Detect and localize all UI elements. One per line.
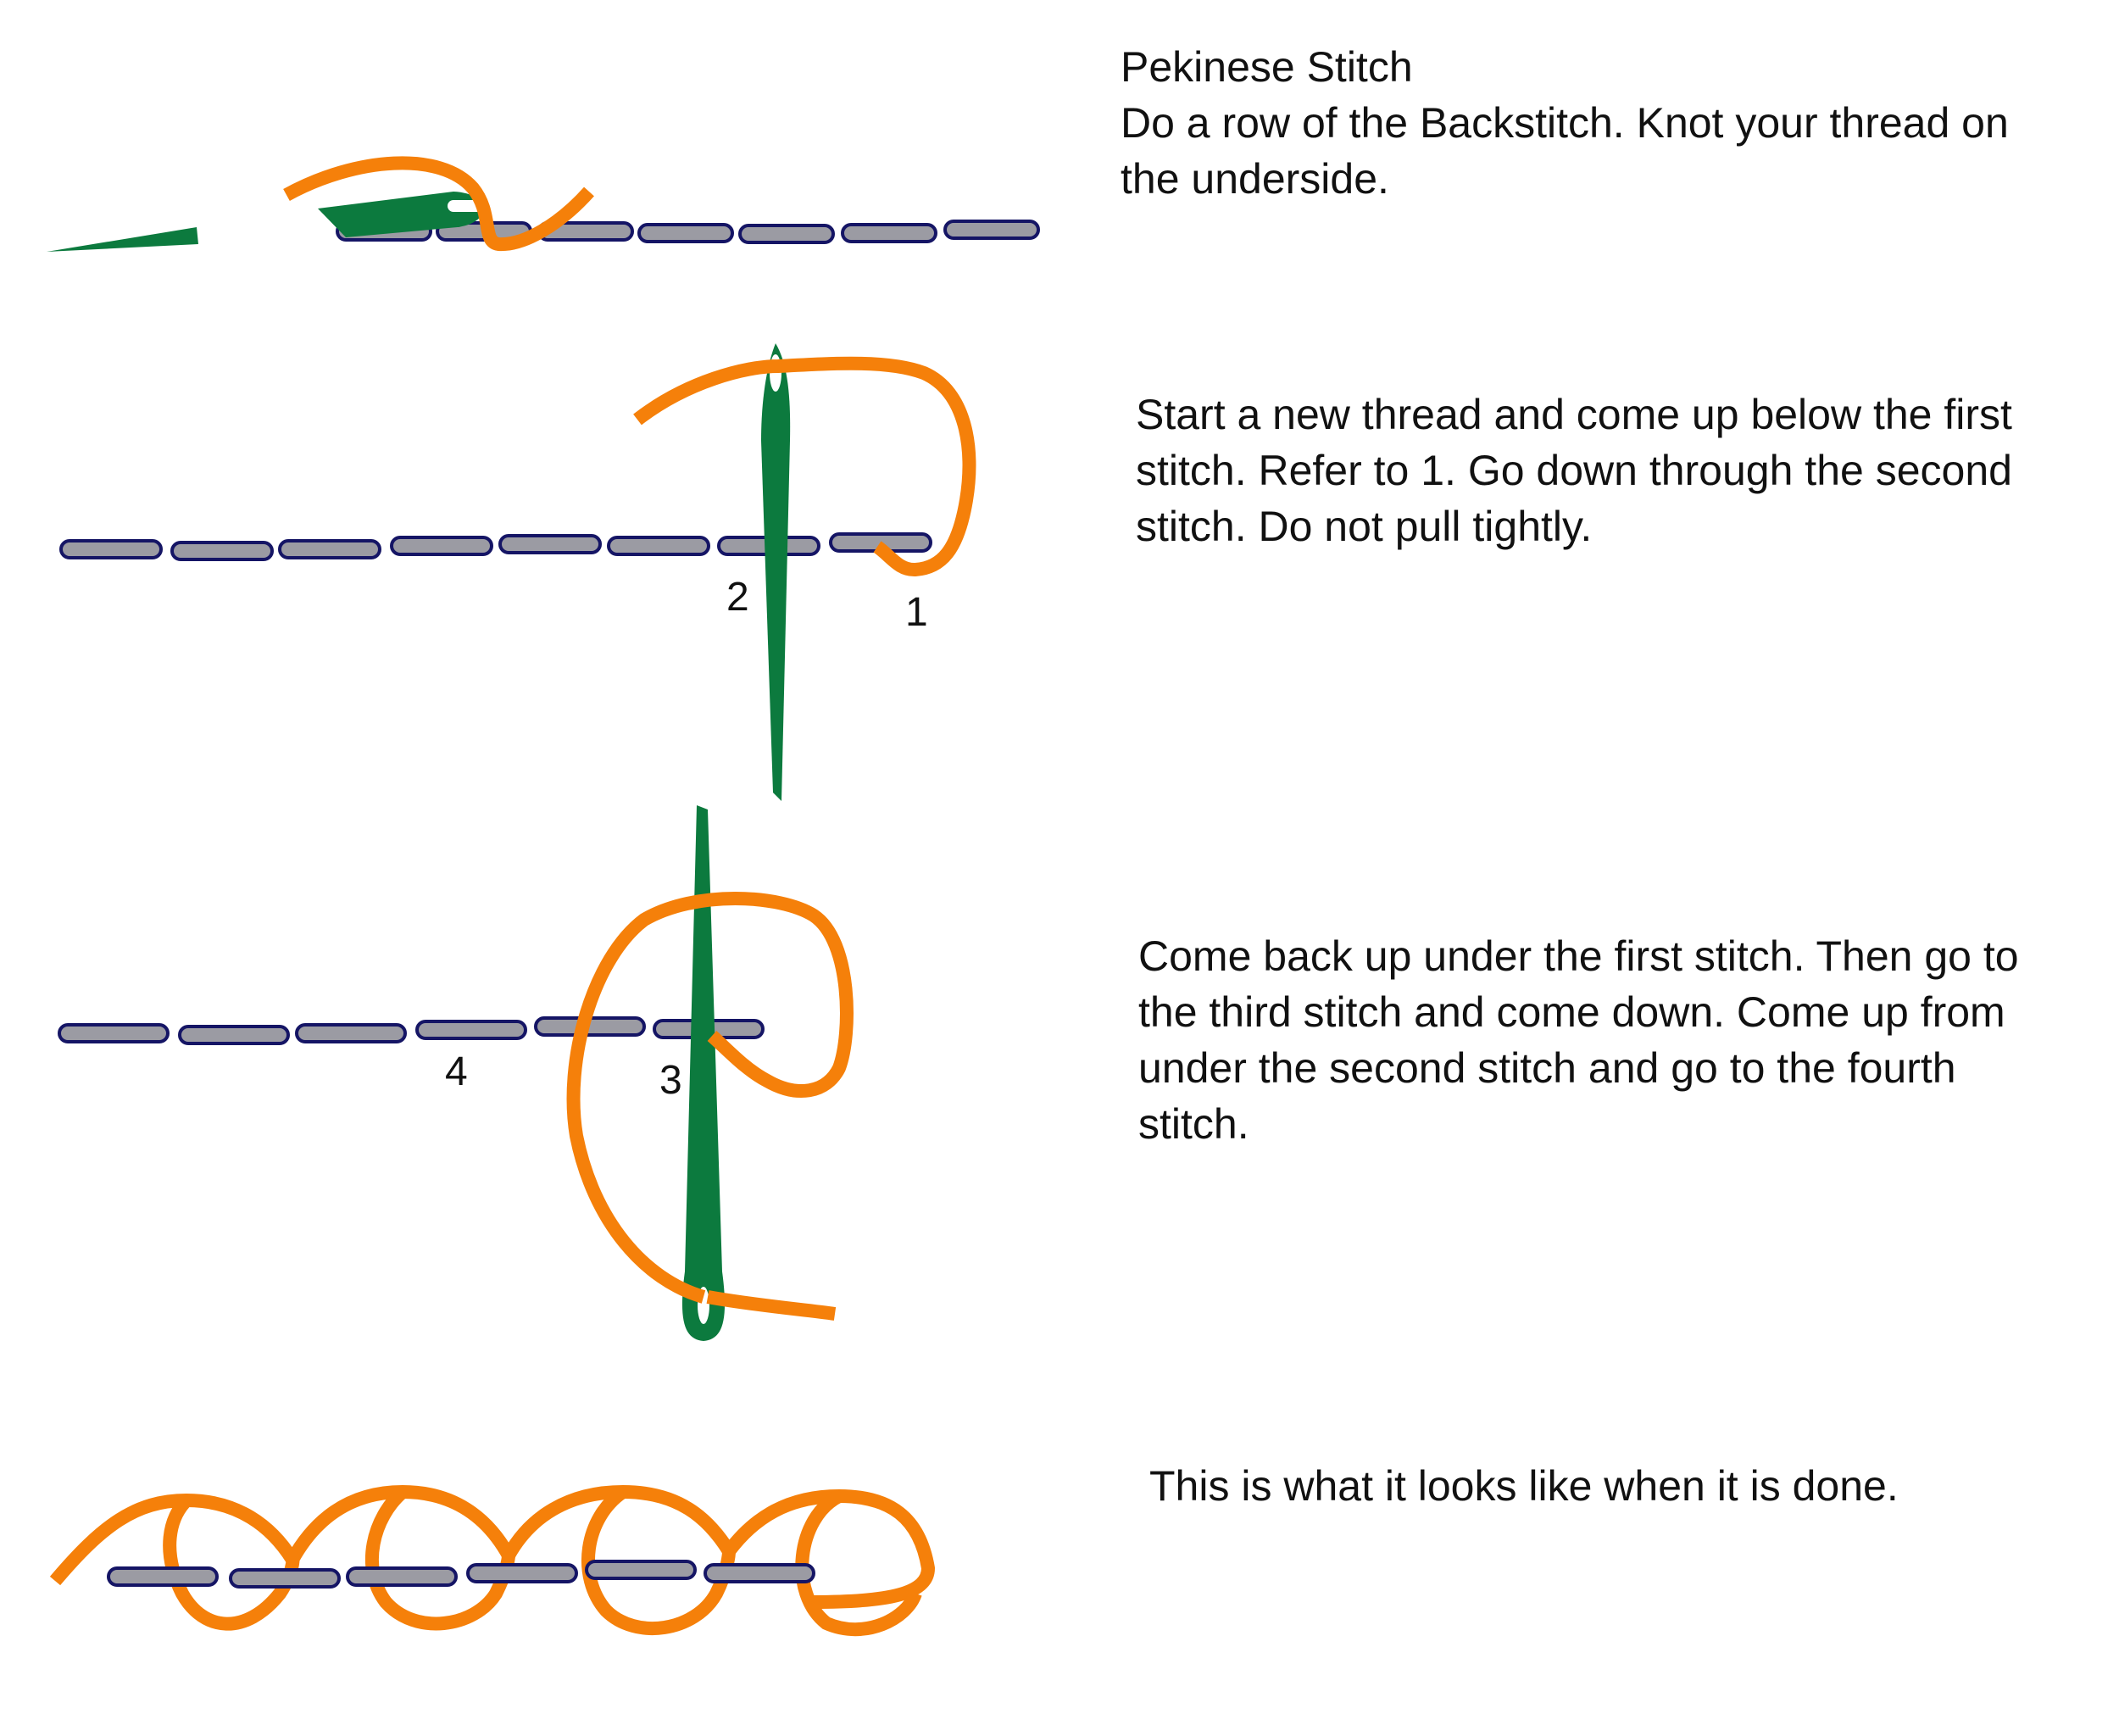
stitch-marker-2: 2 bbox=[726, 575, 749, 620]
backstitch-segment bbox=[704, 1563, 815, 1583]
backstitch-segment bbox=[498, 534, 602, 554]
finished-thread-arcs bbox=[49, 1485, 935, 1609]
step-3-illustration: 4 3 bbox=[58, 805, 854, 1341]
needle-tip-icon bbox=[47, 227, 198, 252]
backstitch-segment bbox=[943, 220, 1040, 240]
step-2-line: stitch. Do not pull tightly. bbox=[1136, 503, 1593, 550]
stitch-marker-1: 1 bbox=[905, 590, 928, 635]
backstitch-segment bbox=[585, 1560, 697, 1580]
step-3-line: the third stitch and come down. Come up … bbox=[1138, 988, 2005, 1036]
stitch-marker-4: 4 bbox=[445, 1049, 468, 1094]
step-2-backstitch-row bbox=[59, 532, 932, 561]
step-3-text: Come back up under the first stitch. The… bbox=[1138, 928, 2019, 1152]
step-4-backstitch-row bbox=[107, 1560, 815, 1589]
thread-loop bbox=[283, 156, 594, 252]
step-2-text: Start a new thread and come up below the… bbox=[1136, 387, 2012, 554]
backstitch-segment bbox=[607, 536, 710, 556]
step-2-line: stitch. Refer to 1. Go down through the … bbox=[1136, 447, 2012, 494]
backstitch-segment bbox=[390, 536, 493, 556]
step-1-illustration bbox=[47, 156, 1040, 252]
step-3-backstitch-row bbox=[58, 1016, 765, 1045]
step-2-line: Start a new thread and come up below the… bbox=[1136, 391, 2012, 438]
step-1-line: Do a row of the Backstitch. Knot your th… bbox=[1121, 99, 2009, 147]
stitch-marker-3: 3 bbox=[659, 1058, 682, 1103]
needle-icon bbox=[318, 192, 484, 237]
needle-icon bbox=[681, 805, 726, 1341]
backstitch-segment bbox=[346, 1566, 458, 1587]
step-1-text: Pekinese Stitch Do a row of the Backstit… bbox=[1121, 39, 2009, 207]
page-title: Pekinese Stitch bbox=[1121, 43, 1413, 91]
step-3-line: Come back up under the first stitch. The… bbox=[1138, 932, 2019, 980]
backstitch-segment bbox=[278, 539, 381, 559]
backstitch-segment bbox=[58, 1023, 170, 1043]
step-2-illustration: 2 1 bbox=[59, 343, 976, 801]
backstitch-segment bbox=[738, 224, 835, 244]
step-4-text: This is what it looks like when it is do… bbox=[1149, 1458, 1899, 1514]
backstitch-segment bbox=[59, 539, 163, 559]
backstitch-segment bbox=[178, 1025, 290, 1045]
step-4-illustration bbox=[49, 1485, 935, 1637]
backstitch-segment bbox=[295, 1023, 407, 1043]
step-3-line: stitch. bbox=[1138, 1100, 1249, 1148]
step-3-line: under the second stitch and go to the fo… bbox=[1138, 1044, 1956, 1092]
backstitch-segment bbox=[841, 223, 937, 243]
backstitch-segment bbox=[466, 1563, 578, 1583]
thread-loop bbox=[566, 892, 854, 1304]
step-4-line: This is what it looks like when it is do… bbox=[1149, 1462, 1899, 1510]
backstitch-segment bbox=[229, 1568, 341, 1589]
thread-tail bbox=[706, 1290, 837, 1321]
thread-loop bbox=[633, 356, 976, 576]
backstitch-segment bbox=[415, 1020, 527, 1040]
finished-thread-lower-loops bbox=[163, 1486, 922, 1637]
needle-icon bbox=[761, 343, 791, 801]
backstitch-segment bbox=[637, 223, 734, 243]
backstitch-segment bbox=[170, 541, 274, 561]
backstitch-segment bbox=[107, 1566, 219, 1587]
step-1-line: the underside. bbox=[1121, 155, 1389, 203]
